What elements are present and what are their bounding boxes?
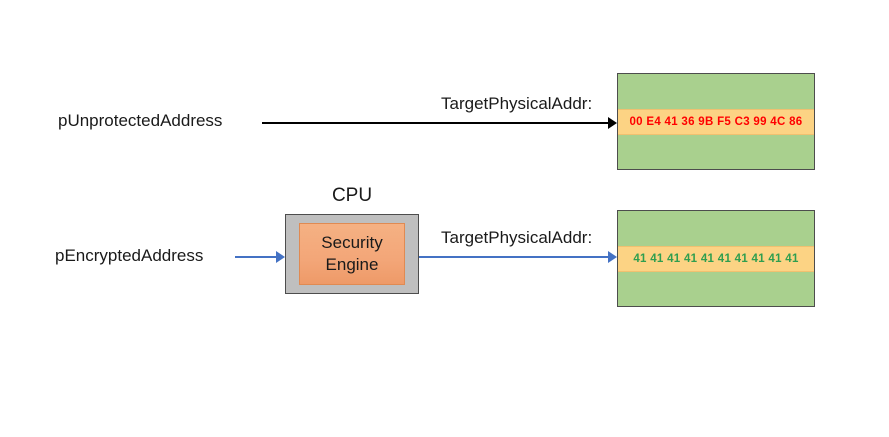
memory-hex-values-unprotected: 00 E4 41 36 9B F5 C3 99 4C 86 xyxy=(629,115,803,128)
memory-block-unprotected: 00 E4 41 36 9B F5 C3 99 4C 86 xyxy=(617,73,815,170)
arrowhead-unprotected-to-memory-icon xyxy=(608,117,617,129)
arrow-unprotected-to-memory xyxy=(262,122,614,124)
memory-band-unprotected: 00 E4 41 36 9B F5 C3 99 4C 86 xyxy=(618,108,814,135)
label-pencryptedaddress: pEncryptedAddress xyxy=(55,246,204,265)
security-engine-label-line1: Security xyxy=(321,233,383,253)
cpu-box: Security Engine xyxy=(285,214,419,294)
memory-hex-values-encrypted: 41 41 41 41 41 41 41 41 41 41 xyxy=(633,252,799,265)
arrow-encrypted-to-cpu xyxy=(235,256,279,258)
memory-band-encrypted: 41 41 41 41 41 41 41 41 41 41 xyxy=(618,245,814,272)
label-cpu: CPU xyxy=(331,185,373,206)
label-punprotectedaddress: pUnprotectedAddress xyxy=(58,111,223,130)
arrow-cpu-to-memory xyxy=(419,256,614,258)
label-targetphysicaladdr-top: TargetPhysicalAddr: xyxy=(441,94,593,113)
memory-block-encrypted: 41 41 41 41 41 41 41 41 41 41 xyxy=(617,210,815,307)
arrowhead-cpu-to-memory-icon xyxy=(608,251,617,263)
arrowhead-encrypted-to-cpu-icon xyxy=(276,251,285,263)
label-targetphysicaladdr-bottom: TargetPhysicalAddr: xyxy=(441,228,593,247)
security-engine-label-line2: Engine xyxy=(325,255,379,274)
security-engine-box: Security Engine xyxy=(299,223,405,285)
